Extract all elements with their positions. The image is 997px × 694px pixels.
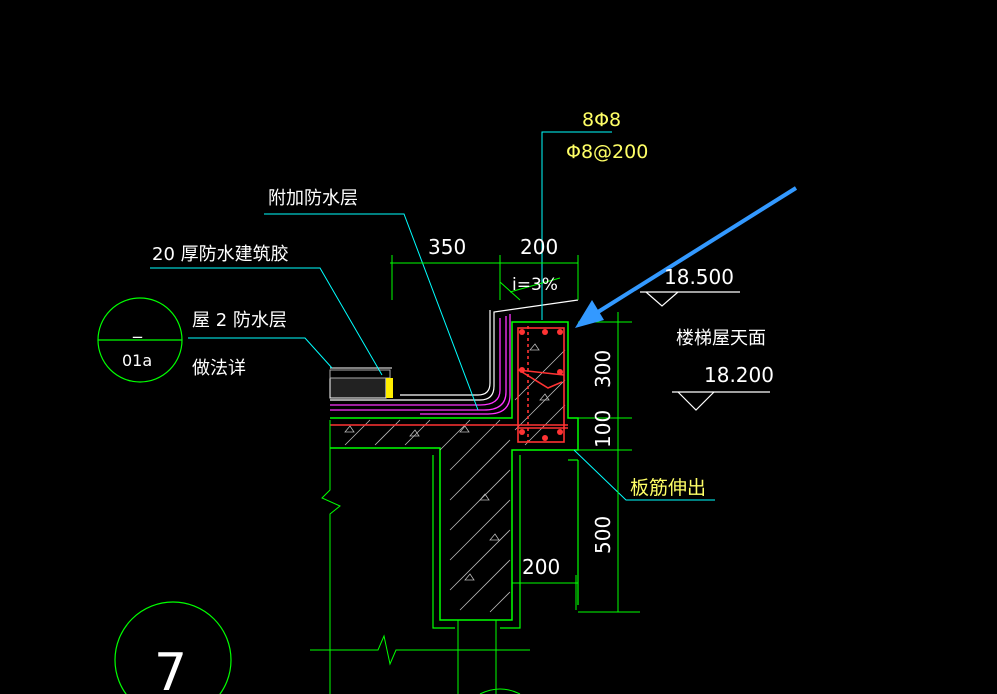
membrane-layers: [330, 314, 511, 415]
slab-beam-outline: [330, 321, 579, 621]
dim-350: 350: [428, 235, 466, 259]
beam-lower-outline: [432, 455, 455, 629]
break-lines: [310, 420, 530, 694]
stirrup-label: Φ8@200: [566, 141, 648, 163]
concrete-section: [330, 321, 579, 629]
detail-ref-bottom: 01a: [122, 351, 152, 370]
dim-500: 500: [591, 516, 615, 554]
stair-roof-label: 楼梯屋天面: [676, 328, 766, 349]
insulation-block: [329, 367, 393, 399]
extra-waterproof-label: 附加防水层: [268, 188, 358, 209]
detail-reference: [97, 297, 183, 383]
aggregate-marks: [344, 343, 550, 581]
elevation-top: 18.500: [664, 265, 734, 289]
dim-200-bottom: 200: [522, 555, 560, 579]
detail-ref-top: _: [132, 318, 143, 339]
elevation-bottom: 18.200: [704, 363, 774, 387]
section-circle: [114, 601, 232, 694]
concrete-hatch: [344, 349, 566, 613]
dim-300: 300: [591, 350, 615, 388]
dim-100: 100: [591, 410, 615, 448]
elevation-markers: [640, 291, 770, 411]
rebar-dots: [519, 329, 563, 441]
slab-bar-label: 板筋伸出: [630, 477, 706, 499]
dim-200-top: 200: [520, 235, 558, 259]
protective-layer: [330, 299, 579, 401]
leader-lines: [150, 131, 715, 501]
rebar-cage: [330, 326, 568, 443]
beam-right-outline: [500, 455, 521, 629]
dimension-lines: [390, 255, 640, 613]
slope-label: i=3%: [512, 275, 558, 295]
detail-method-label: 做法详: [192, 358, 246, 379]
main-bar-label: 8Φ8: [582, 109, 621, 131]
section-number: 7: [154, 643, 187, 694]
pointer-arrow: [575, 186, 798, 328]
roof-layer-label: 屋 2 防水层: [192, 310, 287, 331]
insulation-label: 20 厚防水建筑胶: [152, 244, 289, 265]
